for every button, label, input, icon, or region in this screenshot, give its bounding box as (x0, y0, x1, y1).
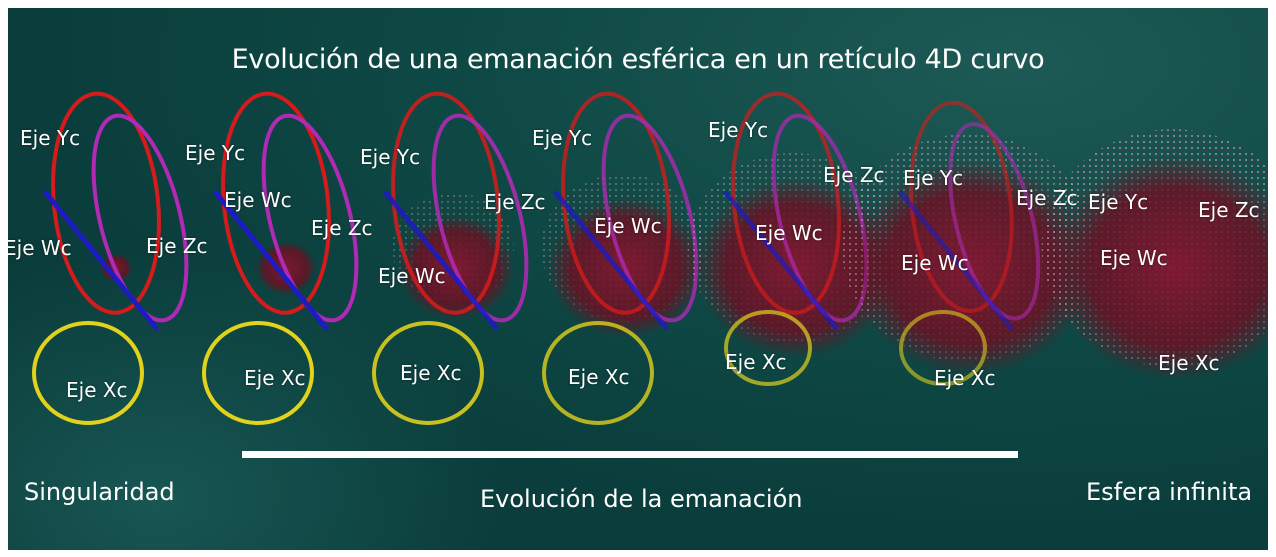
axis-label-z: Eje Zc (823, 163, 885, 187)
axis-label-y: Eje Yc (20, 126, 80, 150)
axis-label-w: Eje Wc (901, 251, 969, 275)
axis-label-w: Eje Wc (1100, 246, 1168, 270)
axis-label-x: Eje Xc (244, 366, 306, 390)
axis-label-z: Eje Zc (1016, 186, 1078, 210)
axis-label-x: Eje Xc (400, 361, 462, 385)
axis-label-x: Eje Xc (1158, 351, 1220, 375)
axis-label-z: Eje Zc (484, 190, 546, 214)
axis-label-x: Eje Xc (568, 365, 630, 389)
emanation-sequence-diagram (8, 8, 1268, 550)
axis-label-w: Eje Wc (378, 264, 446, 288)
axis-label-w: Eje Wc (594, 214, 662, 238)
caption-singularidad: Singularidad (24, 478, 175, 506)
axis-label-y: Eje Yc (1088, 190, 1148, 214)
figure-title: Evolución de una emanación esférica en u… (8, 44, 1268, 75)
axis-label-z: Eje Zc (146, 234, 208, 258)
axis-label-y: Eje Yc (360, 145, 420, 169)
axis-label-x: Eje Xc (934, 366, 996, 390)
axis-label-w: Eje Wc (8, 236, 72, 260)
axis-label-y: Eje Yc (532, 126, 592, 150)
axis-label-z: Eje Zc (1198, 198, 1260, 222)
axis-label-w: Eje Wc (224, 188, 292, 212)
x-axis-ring (34, 323, 142, 423)
axis-label-w: Eje Wc (755, 221, 823, 245)
axis-label-x: Eje Xc (725, 350, 787, 374)
caption-evolucion: Evolución de la emanación (480, 485, 802, 513)
axis-label-z: Eje Zc (311, 216, 373, 240)
evolution-bar (242, 451, 1018, 458)
caption-esfera-infinita: Esfera infinita (1086, 478, 1252, 506)
axis-label-y: Eje Yc (708, 118, 768, 142)
axis-label-y: Eje Yc (185, 141, 245, 165)
axis-label-y: Eje Yc (903, 166, 963, 190)
figure-canvas: Evolución de una emanación esférica en u… (8, 8, 1268, 550)
axis-label-x: Eje Xc (66, 378, 128, 402)
